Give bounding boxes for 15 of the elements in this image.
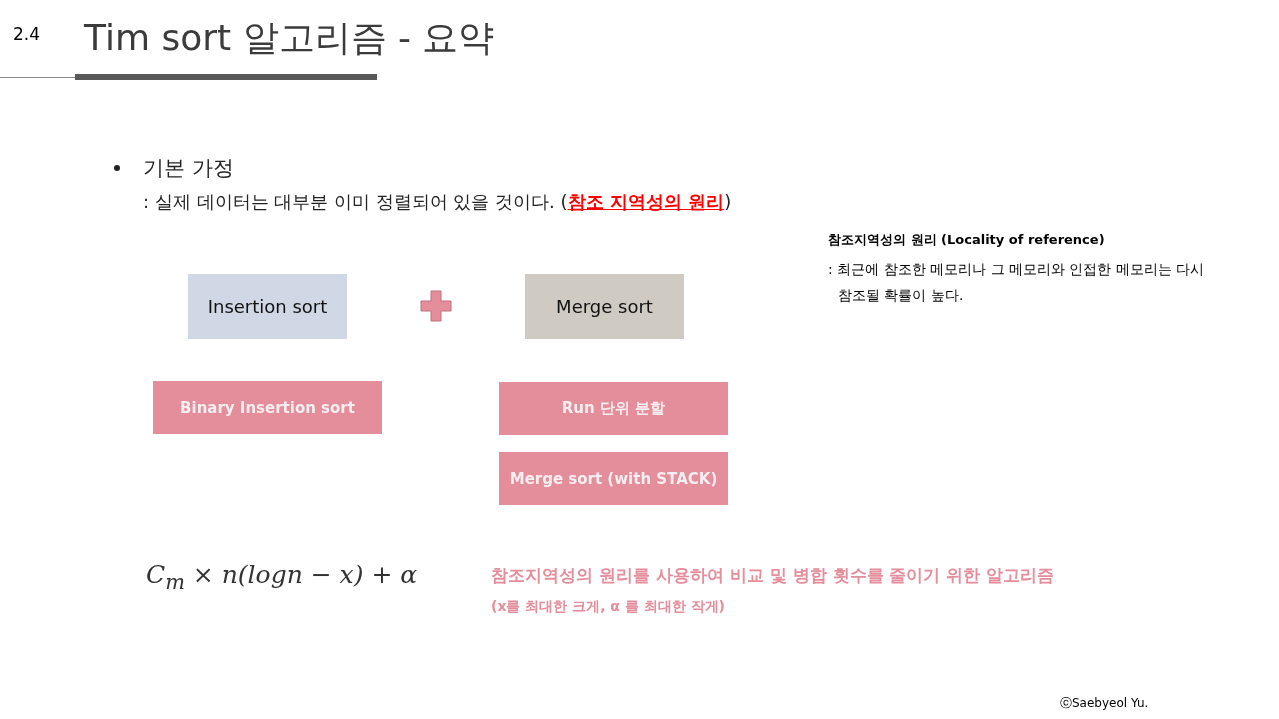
technique-box: Merge sort (with STACK) — [499, 452, 728, 505]
summary-text: 참조지역성의 원리를 사용하여 비교 및 병합 횟수를 줄이기 위한 알고리즘 — [491, 564, 1055, 587]
note-heading: 참조지역성의 원리 (Locality of reference) — [828, 231, 1105, 249]
sort-box: Insertion sort — [188, 274, 347, 339]
summary-note: (x를 최대한 크게, α 를 최대한 작게) — [491, 598, 725, 616]
technique-box: Run 단위 분할 — [499, 382, 728, 435]
note-text: : 최근에 참조한 메모리나 그 메모리와 인접한 메모리는 다시 참조될 확률이 높다. — [828, 260, 1206, 305]
copyright-text: ⓒSaebyeol Yu. — [1060, 695, 1149, 712]
sort-box: Merge sort — [525, 274, 684, 339]
technique-box: Binary Insertion sort — [153, 381, 382, 434]
section-number: 2.4 — [13, 24, 41, 44]
bullet-text: : 실제 데이터는 대부분 이미 정렬되어 있을 것이다. (참조 지역성의 원리) — [143, 190, 732, 214]
formula: C$_{m}$ × n(logn − x) + α — [146, 560, 418, 594]
slide-title: Tim sort 알고리즘 - 요약 — [84, 16, 495, 60]
bullet-text: 기본 가정 — [143, 155, 234, 182]
